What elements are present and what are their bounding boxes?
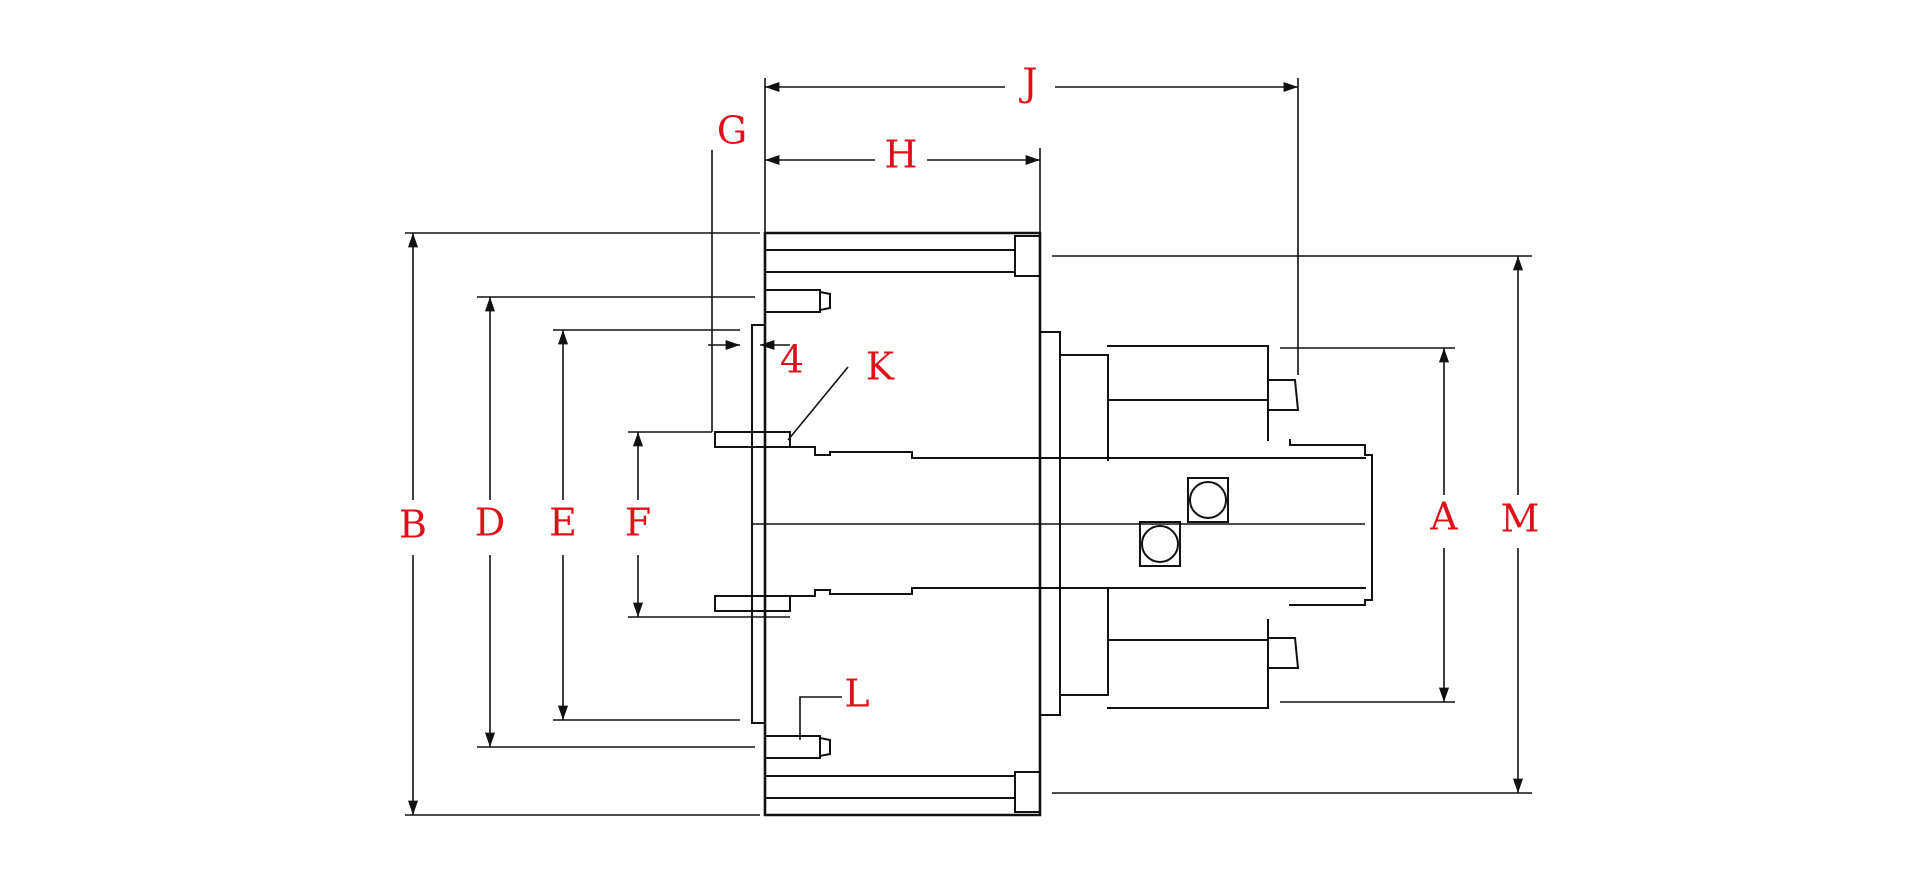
label-k: K — [866, 345, 895, 389]
label-a: A — [1429, 495, 1458, 539]
label-d: D — [475, 501, 505, 545]
label-j: J — [1018, 61, 1037, 105]
chuck-body — [751, 231, 1042, 817]
extension-lines — [405, 78, 1532, 816]
ports — [1139, 477, 1229, 567]
cylinder-housing — [1107, 345, 1373, 709]
label-4: 4 — [780, 338, 804, 382]
label-m: M — [1501, 497, 1540, 541]
dimension-lines — [407, 81, 1524, 815]
label-l: L — [844, 672, 869, 716]
label-h: H — [884, 133, 917, 177]
draw-tube — [714, 431, 1366, 612]
label-b: B — [399, 503, 427, 547]
label-g: G — [717, 109, 747, 153]
dimension-labels: J G H K 4 B D E F L A M — [399, 61, 1539, 716]
label-e: E — [549, 501, 577, 545]
label-f: F — [625, 501, 651, 545]
